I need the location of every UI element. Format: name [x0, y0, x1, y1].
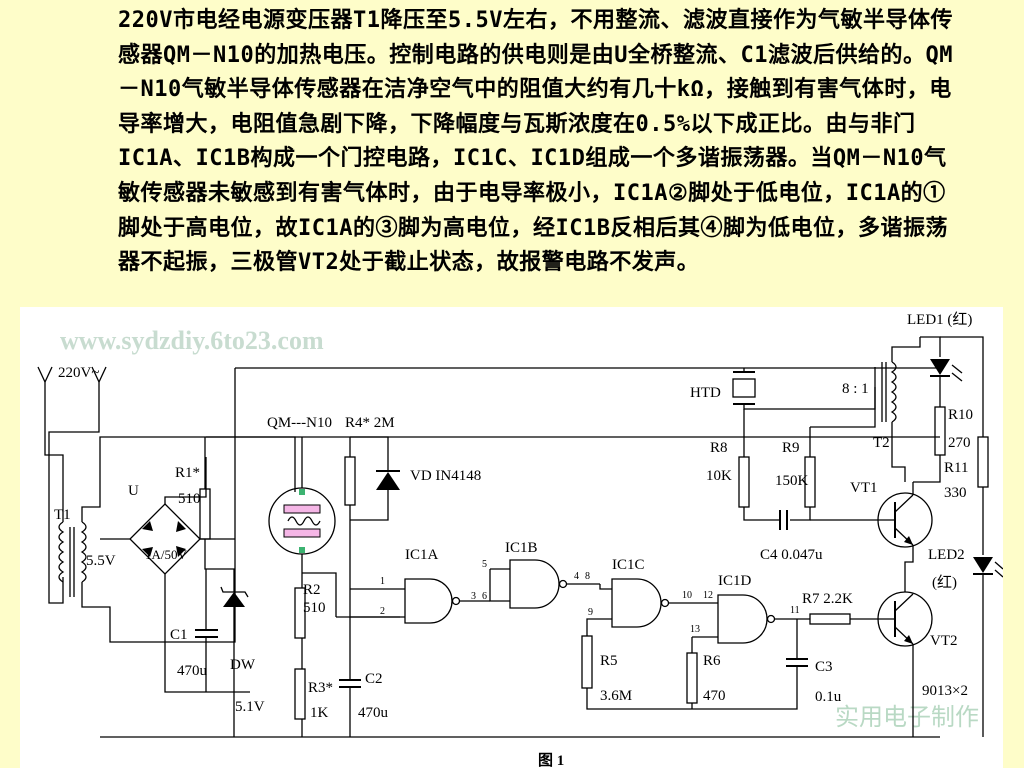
ac-plug-icon — [37, 366, 107, 383]
r2-value: 510 — [303, 600, 326, 616]
t1-transformer — [58, 521, 87, 597]
r9-label: R9 — [782, 440, 800, 456]
r5-label: R5 — [600, 653, 618, 669]
r11-resistor — [977, 436, 989, 488]
ic1d-pin12: 12 — [703, 590, 713, 601]
led2-icon — [973, 557, 1003, 578]
vd-label: VD IN4148 — [410, 468, 481, 484]
dw-label: DW — [230, 657, 256, 673]
htd-label: HTD — [690, 385, 721, 401]
r5-value: 3.6M — [600, 688, 632, 704]
t2-transformer — [874, 361, 897, 423]
r3-value: 1K — [310, 705, 329, 721]
ic1a-pin2: 2 — [380, 606, 385, 617]
c4-capacitor — [779, 510, 788, 530]
r6-label: R6 — [703, 653, 721, 669]
c3-label: C3 — [815, 659, 833, 675]
ic1d-nand-gate — [717, 594, 776, 644]
r10-resistor — [934, 406, 946, 456]
bridge-label: U — [128, 483, 139, 499]
r9-value: 150K — [775, 473, 809, 489]
r4-label: R4* 2M — [345, 415, 395, 431]
ic1c-pin9: 9 — [588, 607, 593, 618]
vt1-transistor — [875, 492, 933, 548]
led2-color: (红) — [932, 574, 957, 591]
r11-value: 330 — [944, 485, 967, 501]
qm-label: QM---N10 — [267, 415, 332, 431]
ic1b-label: IC1B — [505, 540, 538, 556]
c3-value: 0.1u — [815, 689, 842, 705]
ic1d-label: IC1D — [718, 573, 752, 589]
c2-capacitor — [339, 679, 361, 688]
r3-resistor — [294, 668, 306, 720]
watermark: www.sydzdiy.6to23.com — [60, 326, 324, 355]
ic1c-nand-gate — [611, 578, 670, 628]
ic1c-pin10: 10 — [682, 590, 692, 601]
r8-value: 10K — [706, 468, 732, 484]
r2-resistor — [294, 587, 306, 639]
c1-value: 470u — [177, 663, 208, 679]
vd-diode — [376, 470, 400, 490]
ic1a-nand-gate — [404, 578, 461, 624]
c2-label: C2 — [365, 671, 383, 687]
r8-resistor — [738, 456, 750, 508]
r6-resistor — [686, 652, 698, 704]
led1-icon — [930, 359, 963, 382]
ic1c-label: IC1C — [612, 557, 645, 573]
t2-ratio: 8 : 1 — [842, 381, 869, 397]
vt1-label: VT1 — [850, 480, 878, 496]
ac-label: 220V~ — [58, 365, 99, 381]
r4-resistor — [344, 456, 356, 506]
ic1b-pin6: 6 — [482, 591, 487, 602]
led1-label: LED1 (红) — [907, 311, 972, 328]
r11-label: R11 — [944, 460, 968, 476]
t2-label: T2 — [873, 435, 890, 451]
c4-label: C4 0.047u — [760, 547, 823, 563]
dw-value: 5.1V — [235, 699, 265, 715]
ic1a-label: IC1A — [405, 547, 439, 563]
watermark-cn: 实用电子制作 — [835, 703, 979, 731]
schematic-svg: www.sydzdiy.6to23.com 实用电子制作 220V~ T1 5.… — [37, 311, 1003, 768]
t1-voltage: 5.5V — [86, 553, 116, 569]
c2-value: 470u — [358, 705, 389, 721]
ic1b-nand-gate — [509, 559, 568, 609]
r7-label: R7 2.2K — [802, 591, 853, 607]
r1-value: 510 — [178, 491, 201, 507]
r7-resistor — [809, 613, 851, 625]
vt2-transistor — [877, 591, 933, 647]
c1-label: C1 — [170, 627, 188, 643]
r10-label: R10 — [948, 407, 973, 423]
ic1a-pin3: 3 — [471, 591, 476, 602]
ic1b-pin4: 4 — [574, 571, 579, 582]
ic1d-pin13: 13 — [690, 624, 700, 635]
r5-resistor — [581, 635, 593, 689]
r10-value: 270 — [948, 435, 971, 451]
t1-label: T1 — [54, 507, 71, 523]
transistor-type: 9013×2 — [922, 683, 968, 699]
r1-label: R1* — [175, 465, 200, 481]
bridge-rectifier — [129, 503, 201, 575]
figure-caption: 图 1 — [538, 752, 564, 768]
htd-buzzer — [732, 371, 756, 405]
ic1c-pin8: 8 — [585, 571, 590, 582]
ic1d-pin11: 11 — [790, 605, 800, 616]
ic1b-pin5: 5 — [482, 559, 487, 570]
qm-n10-gas-sensor — [268, 487, 336, 555]
circuit-diagram: www.sydzdiy.6to23.com 实用电子制作 220V~ T1 5.… — [20, 307, 1003, 768]
r8-label: R8 — [710, 440, 728, 456]
vt2-label: VT2 — [930, 633, 958, 649]
c3-capacitor — [786, 658, 808, 667]
r6-value: 470 — [703, 688, 726, 704]
r3-label: R3* — [308, 680, 333, 696]
bridge-rating: 1A/50V — [145, 547, 188, 562]
ic1a-pin1: 1 — [380, 576, 385, 587]
description-paragraph: 220V市电经电源变压器T1降压至5.5V左右，不用整流、滤波直接作为气敏半导体… — [118, 8, 953, 276]
r2-label: R2 — [303, 582, 321, 598]
led2-label: LED2 — [928, 547, 965, 563]
c1-capacitor — [195, 629, 218, 638]
